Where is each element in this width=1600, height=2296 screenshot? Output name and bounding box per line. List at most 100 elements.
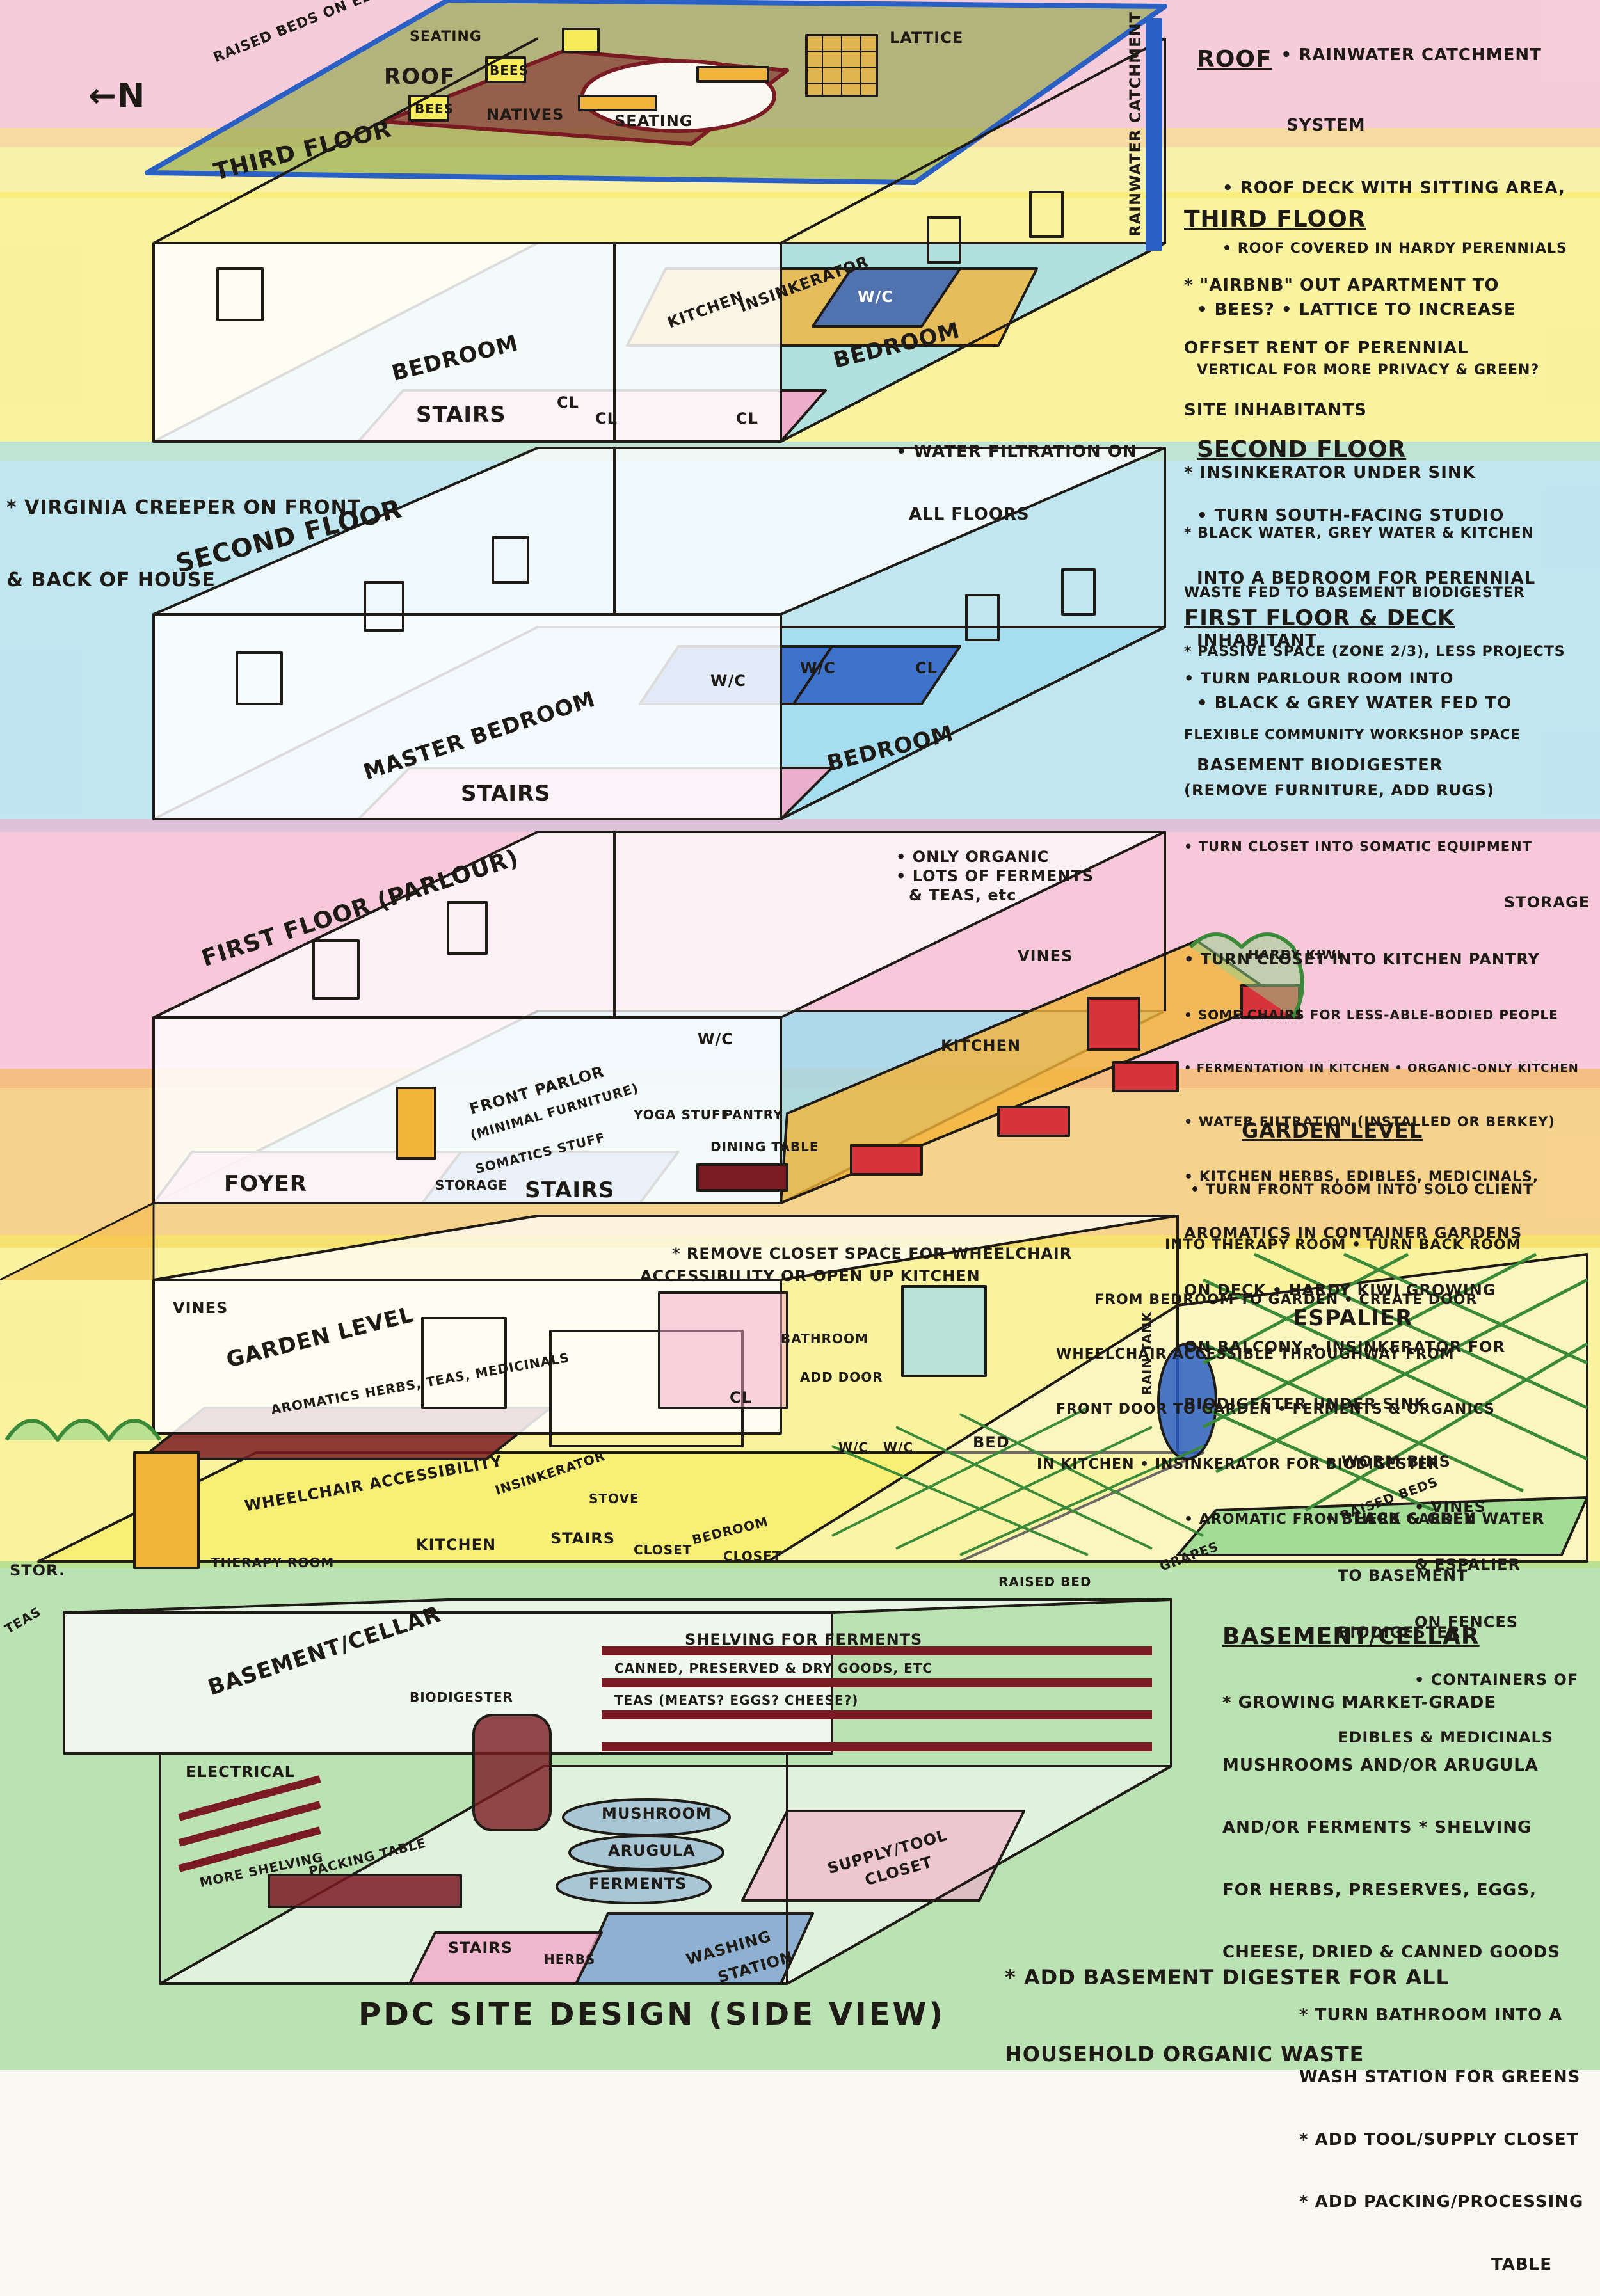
window	[901, 1285, 987, 1377]
garden-extra-notes: • VINES & ESPALIER ON FENCES • CONTAINER…	[1338, 1459, 1578, 1766]
note-line: WASTE FED TO BASEMENT BIODIGESTER	[1184, 584, 1525, 601]
garden-kitchen-label: KITCHEN	[416, 1536, 497, 1554]
note-line: • BLACK & GREY WATER FED TO	[1197, 693, 1512, 713]
window	[421, 1317, 507, 1409]
north-label: N	[116, 77, 146, 115]
note-line: ALL FLOORS	[909, 504, 1030, 524]
note-line: FROM BEDROOM TO GARDEN • CREATE DOOR	[1094, 1291, 1478, 1308]
add-door-label: ADD DOOR	[800, 1369, 883, 1385]
note-line: • BLACK & GREY WATER	[1325, 1509, 1545, 1527]
garden-wc-label-1: W/C	[838, 1440, 869, 1455]
note-line: INTO A BEDROOM FOR PERENNIAL	[1197, 568, 1536, 588]
site-design-sketch	[0, 0, 1588, 1985]
basement-digester-note: * ADD BASEMENT DIGESTER FOR ALL HOUSEHOL…	[1005, 1913, 1450, 2093]
note-line: TABLE	[1491, 2254, 1552, 2274]
bee-box	[408, 95, 449, 122]
first-floor-front-wall	[152, 1016, 782, 1204]
note-line: BASEMENT BIODIGESTER	[1197, 756, 1443, 775]
closet-label-2: CLOSET	[723, 1549, 782, 1564]
roof-heading: ROOF	[1197, 46, 1272, 72]
electrical-label: ELECTRICAL	[186, 1763, 295, 1781]
note-line: • WATER FILTRATION ON	[896, 442, 1137, 461]
note-line: • TURN FRONT ROOM INTO SOLO CLIENT	[1190, 1181, 1534, 1198]
roof-seating-label: SEATING	[410, 29, 482, 45]
closet-label-1: CLOSET	[634, 1542, 692, 1558]
second-wc-label-2: W/C	[800, 659, 836, 677]
first-stairs-label: STAIRS	[525, 1177, 615, 1203]
bee-box	[562, 28, 600, 53]
second-stairs-label: STAIRS	[461, 781, 551, 806]
note-line: WHEELCHAIR ACCESSIBLE THROUGHWAY FROM	[1056, 1346, 1455, 1363]
garden-vines-label: VINES	[173, 1299, 228, 1317]
note-line: * ADD TOOL/SUPPLY CLOSET	[1299, 2130, 1579, 2149]
note-line: • WATER FILTRATION (INSTALLED OR BERKEY)	[1184, 1114, 1555, 1130]
page-title: PDC SITE DESIGN (SIDE VIEW)	[358, 1997, 946, 2032]
roof-bees-label-2: BEES	[490, 63, 529, 78]
note-line: * TURN BATHROOM INTO A	[1299, 2005, 1563, 2025]
accessibility-note: ACCESSIBILITY OR OPEN UP KITCHEN	[640, 1267, 980, 1285]
note-line: & ESPALIER	[1414, 1556, 1521, 1574]
third-floor-front-wall	[152, 242, 782, 443]
note-line: (REMOVE FURNITURE, ADD RUGS)	[1184, 781, 1495, 799]
note-line: • WORM BINS	[1325, 1452, 1451, 1471]
garden-cl-label: CL	[730, 1389, 752, 1407]
basement-top-wall	[63, 1598, 1172, 1614]
window	[492, 536, 529, 584]
note-line: INHABITANT	[1197, 631, 1318, 650]
bathroom-label: BATHROOM	[781, 1331, 868, 1346]
third-wc-label: W/C	[858, 288, 893, 306]
front-stairs	[0, 1202, 155, 1281]
note-line: FRONT DOOR TO GARDEN • FERMENTS & ORGANI…	[1056, 1401, 1495, 1418]
garden-level-notes: GARDEN LEVEL • TURN FRONT ROOM INTO SOLO…	[1037, 1081, 1533, 1547]
foyer-label: FOYER	[224, 1171, 307, 1197]
roof-natives-label: NATIVES	[486, 106, 564, 124]
garden-level-heading: GARDEN LEVEL	[1242, 1119, 1423, 1144]
lots-of-ferments-label: • LOTS OF FERMENTS	[896, 867, 1094, 885]
second-floor-front-wall	[152, 613, 782, 820]
basement-stairs-tile	[408, 1931, 603, 1985]
teas-etc-label: & TEAS, etc	[909, 886, 1017, 904]
note-line: FLEXIBLE COMMUNITY WORKSHOP SPACE	[1184, 727, 1521, 743]
note-line: • VINES	[1414, 1498, 1486, 1516]
window	[364, 581, 404, 632]
note-line: EDIBLES & MEDICINALS	[1338, 1728, 1554, 1746]
window	[236, 651, 283, 705]
dining-table	[696, 1163, 788, 1192]
note-line: OFFSET RENT OF PERENNIAL	[1184, 338, 1469, 358]
basement-heading: BASEMENT/CELLAR	[1222, 1623, 1480, 1650]
note-line: MUSHROOMS AND/OR ARUGULA	[1222, 1755, 1539, 1775]
espalier-label: ESPALIER	[1293, 1305, 1413, 1331]
pantry-label: PANTRY	[723, 1107, 783, 1122]
note-line: INTO THERAPY ROOM • TURN BACK ROOM	[1165, 1236, 1521, 1253]
first-kitchen-label: KITCHEN	[941, 1037, 1021, 1055]
note-line: • ROOF COVERED IN HARDY PERENNIALS	[1222, 241, 1567, 257]
window	[447, 901, 488, 955]
note-line: * ADD BASEMENT DIGESTER FOR ALL	[1005, 1965, 1450, 1989]
basement-box	[63, 1598, 1172, 1985]
basement-stairs-label: STAIRS	[448, 1939, 513, 1957]
front-door	[396, 1087, 436, 1160]
roof-bench	[578, 95, 657, 111]
note-line: SYSTEM	[1286, 116, 1366, 135]
note-line: * BLACK WATER, GREY WATER & KITCHEN	[1184, 525, 1534, 541]
mushroom-label: MUSHROOM	[602, 1805, 712, 1822]
note-line: • TURN PARLOUR ROOM INTO	[1184, 669, 1454, 688]
first-floor-notes: FIRST FLOOR & DECK • TURN PARLOUR ROOM I…	[1184, 566, 1590, 1662]
note-line: FOR HERBS, PRESERVES, EGGS,	[1222, 1880, 1537, 1900]
note-line: ON FENCES	[1414, 1613, 1519, 1631]
planter-box	[1112, 1061, 1179, 1092]
note-line: ON DECK • HARDY KIWI GROWING	[1184, 1280, 1496, 1299]
dining-table-label: DINING TABLE	[710, 1139, 819, 1154]
bed-label: BED	[973, 1433, 1010, 1451]
virginia-creeper-note: * VIRGINIA CREEPER ON FRONT & BACK OF HO…	[6, 448, 361, 616]
third-cl-label-3: CL	[736, 410, 758, 427]
third-stairs-label: STAIRS	[416, 402, 506, 427]
biodigester-label: BIODIGESTER	[410, 1689, 513, 1705]
second-wc-tile	[792, 645, 961, 705]
storage-label: STORAGE	[435, 1177, 508, 1193]
note-line: VERTICAL FOR MORE PRIVACY & GREEN?	[1197, 362, 1540, 378]
closet-frame	[658, 1291, 788, 1409]
window	[1061, 568, 1096, 616]
window	[965, 594, 1000, 641]
window	[1029, 191, 1064, 238]
